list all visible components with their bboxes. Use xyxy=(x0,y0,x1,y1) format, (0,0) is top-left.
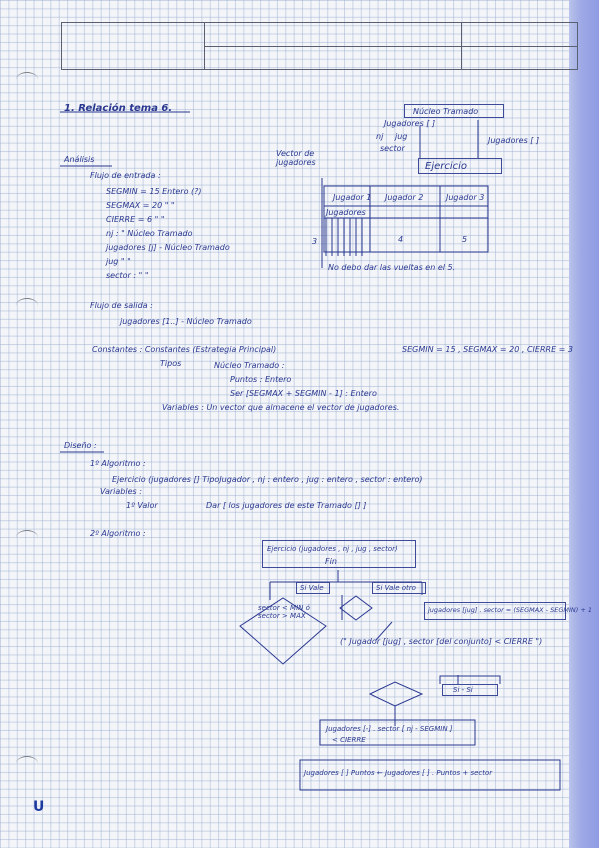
vector-mark: 5 xyxy=(462,235,468,244)
section-analisis: Análisis xyxy=(64,155,95,164)
entrada-line: CIERRE = 6 " " xyxy=(106,215,165,224)
constantes-line: Constantes : Constantes (Estrategia Prin… xyxy=(92,345,277,354)
entrada-line: jug " " xyxy=(106,257,131,266)
page-title: 1. Relación tema 6. xyxy=(64,103,173,114)
header-table xyxy=(61,22,578,70)
tipos-line: Ser [SEGMAX + SEGMIN - 1] : Entero xyxy=(230,389,377,398)
variables-line: Variables : Un vector que almacene el ve… xyxy=(162,403,400,412)
vector-header-cell: Jugador 2 xyxy=(385,193,424,202)
salida-label: Flujo de salida : xyxy=(90,301,153,310)
entrada-line: SEGMAX = 20 " " xyxy=(106,201,175,210)
valor-label: 1º Valor xyxy=(126,501,158,510)
block-nucleo: Núcleo Tramado xyxy=(404,104,504,118)
binder-hole xyxy=(16,298,38,313)
input-label: jug xyxy=(395,132,408,141)
flow-fin: Fin xyxy=(325,557,337,566)
section-diseno: Diseño : xyxy=(64,441,97,450)
flow-assign-1-box: jugadores [jug] . sector = (SEGMAX - SEG… xyxy=(424,602,592,620)
block-ejercicio: Ejercicio xyxy=(418,158,502,174)
binder-hole xyxy=(16,72,38,87)
page-edge xyxy=(569,0,599,848)
entrada-line: jugadores [j] - Núcleo Tramado xyxy=(106,243,230,252)
flow-no-box: Si Vale otro xyxy=(372,582,426,594)
input-label: Jugadores [ ] xyxy=(384,119,436,128)
salida-line: jugadores [1..] - Núcleo Tramado xyxy=(120,317,252,326)
flow-block-2: Si - Si xyxy=(453,686,473,694)
flow-assign-1: jugadores [jug] . sector = (SEGMAX - SEG… xyxy=(428,606,593,614)
flow-si: Si Vale xyxy=(300,584,324,592)
flow-start-label: Ejercicio (jugadores , nj , jug , sector… xyxy=(267,545,398,553)
block-ejercicio-label: Ejercicio xyxy=(425,161,468,172)
flow-assign-2: Jugadores [-] . sector [ nj - SEGMIN ] xyxy=(326,725,453,733)
valor-text: Dar [ los jugadores de este Tramado [] ] xyxy=(206,501,367,510)
logo-mark: U xyxy=(33,799,45,815)
flow-block-2-box: Si - Si xyxy=(442,684,498,696)
algoritmo-1-label: 1º Algoritmo : xyxy=(90,459,146,468)
input-label: sector xyxy=(380,144,405,153)
algoritmo-2-label: 2º Algoritmo : xyxy=(90,529,146,538)
constantes-values: SEGMIN = 15 , SEGMAX = 20 , CIERRE = 3 xyxy=(402,345,574,354)
variables-label: Variables : xyxy=(100,487,142,496)
block-nucleo-label: Núcleo Tramado xyxy=(413,107,479,116)
vector-label: Vector de jugadores xyxy=(276,149,316,167)
entrada-line: nj : " Núcleo Tramado xyxy=(106,229,193,238)
vector-header-cell: Jugador 3 xyxy=(446,193,485,202)
tipos-label: Tipos xyxy=(160,359,182,368)
entrada-line: SEGMIN = 15 Entero (?) xyxy=(106,187,202,196)
vector-mark: 3 xyxy=(312,237,318,246)
flow-si-box: Si Vale xyxy=(296,582,330,594)
algoritmo-1-text: Ejercicio (jugadores [] TipoJugador , nj… xyxy=(112,475,423,484)
flow-no: Si Vale otro xyxy=(376,584,416,592)
entrada-label: Flujo de entrada : xyxy=(90,171,161,180)
flow-output-1: (" Jugador [jug] , sector [del conjunto]… xyxy=(340,637,543,646)
vector-header-cell: Jugador 1 xyxy=(333,193,372,202)
vector-row-label: Jugadores xyxy=(326,208,366,217)
flow-start: Ejercicio (jugadores , nj , jug , sector… xyxy=(262,540,416,568)
vector-footer: No debo dar las vueltas en el 5. xyxy=(328,263,456,272)
tipos-line: Núcleo Tramado : xyxy=(214,361,285,370)
vector-mark: 4 xyxy=(398,235,404,244)
flow-final: Jugadores [ ] Puntos ← Jugadores [ ] . P… xyxy=(304,769,493,777)
tipos-line: Puntos : Entero xyxy=(230,375,292,384)
binder-hole xyxy=(16,530,38,545)
flow-assign-3: < CIERRE xyxy=(332,736,366,744)
entrada-line: sector : " " xyxy=(106,271,149,280)
binder-hole xyxy=(16,756,38,771)
flow-diamond-left: sector < MIN ó sector > MAX xyxy=(258,604,310,621)
input-label: nj xyxy=(376,132,384,141)
output-label: Jugadores [ ] xyxy=(488,136,540,145)
